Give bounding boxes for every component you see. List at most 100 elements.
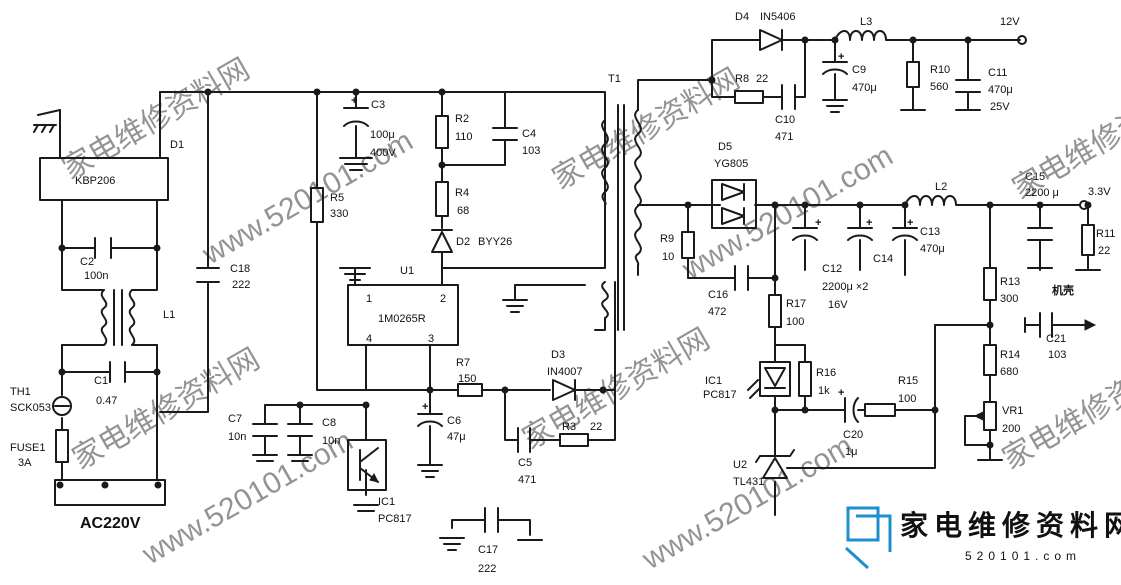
value-r17: 100	[786, 316, 804, 328]
value-c3: 100μ	[370, 129, 395, 141]
value-c17: 222	[478, 563, 496, 575]
inductor-l2: L2	[904, 181, 976, 206]
bridge-rectifier: D1 KBP206	[39, 139, 184, 201]
capacitor-c10: C10 471	[775, 84, 796, 143]
inductor-l3: L3	[834, 16, 896, 41]
logo-title: 家电维修资料网	[900, 509, 1121, 541]
polarity-mark: +	[838, 51, 844, 63]
label-d1: D1	[170, 139, 184, 151]
value-d4: IN5406	[760, 11, 795, 23]
polarity-mark: +	[838, 387, 844, 399]
capacitor-c9: + C9 470μ	[822, 51, 877, 94]
capacitor-c14: + C14	[847, 217, 893, 265]
label-r10: R10	[930, 64, 950, 76]
label-th1: TH1	[10, 386, 31, 398]
label-r2: R2	[455, 113, 469, 125]
diode-d4: D4 IN5406	[735, 11, 795, 51]
label-3v3: 3.3V	[1088, 186, 1111, 198]
value-r4: 68	[457, 205, 469, 217]
value-r13: 300	[1000, 293, 1018, 305]
resistor-r10: R10 560	[906, 61, 950, 93]
label-r16: R16	[816, 367, 836, 379]
value-c16: 472	[708, 306, 726, 318]
label-chassis: 机壳	[1052, 283, 1074, 297]
watermark-cn: 家电维修资料网	[547, 62, 745, 196]
label-c8: C8	[322, 417, 336, 429]
resistor-r17: R17 100	[768, 294, 806, 328]
value-c6: 47μ	[447, 431, 466, 443]
label-r13: R13	[1000, 276, 1020, 288]
value-r8: 22	[756, 73, 768, 85]
value-c15: 2200 μ	[1025, 187, 1059, 199]
label-d4: D4	[735, 11, 749, 23]
resistor-r14: R14 680	[983, 344, 1020, 378]
value-ic1-right: PC817	[703, 389, 737, 401]
logo-url: 520101.com	[965, 549, 1081, 563]
value-c8: 10n	[322, 435, 340, 447]
label-c21: C21	[1046, 333, 1066, 345]
label-kbp206: KBP206	[75, 175, 115, 187]
label-r4: R4	[455, 187, 469, 199]
pwm-ic-u1: U1 1 2 4 3 1M0265R	[347, 265, 459, 346]
label-c20: C20	[843, 429, 863, 441]
capacitor-c13: + C13 470μ	[892, 217, 945, 255]
potentiometer-vr1: VR1 200	[973, 401, 1023, 435]
label-c18: C18	[230, 263, 250, 275]
value-c9: 470μ	[852, 82, 877, 94]
watermark-url: www.520101.com	[676, 139, 898, 286]
label-t1: T1	[608, 73, 621, 85]
pin-3: 3	[428, 333, 434, 345]
value-c7: 10n	[228, 431, 246, 443]
voltage-c12: 16V	[828, 299, 848, 311]
label-d2: D2	[456, 236, 470, 248]
voltage-c3: 400V	[370, 147, 396, 159]
label-r17: R17	[786, 298, 806, 310]
label-r8: R8	[735, 73, 749, 85]
capacitor-c1: C1 0.47	[94, 361, 126, 407]
resistor-r16: R16 1k	[798, 361, 836, 397]
diode-d2: D2 BYY26	[431, 229, 512, 253]
value-d5: YG805	[714, 158, 748, 170]
value-c13: 470μ	[920, 243, 945, 255]
label-12v: 12V	[1000, 16, 1020, 28]
schottky-diode-d5: D5 YG805	[711, 141, 757, 229]
label-r15: R15	[898, 375, 918, 387]
resistor-r11: R11 22	[1081, 224, 1115, 257]
resistor-r3: R3 22	[559, 421, 602, 447]
polarity-mark: +	[907, 217, 913, 229]
transformer-t1: T1	[594, 73, 713, 331]
value-c21: 103	[1048, 349, 1066, 361]
site-logo: 家电维修资料网 520101.com	[844, 506, 1121, 570]
value-c5: 471	[518, 474, 536, 486]
label-r9: R9	[660, 233, 674, 245]
value-d3: IN4007	[547, 366, 582, 378]
label-c7: C7	[228, 413, 242, 425]
label-c14: C14	[873, 253, 893, 265]
value-fuse1: 3A	[18, 457, 32, 469]
label-c15: C15	[1025, 171, 1045, 183]
junction-dots	[56, 88, 607, 489]
value-vr1: 200	[1002, 423, 1020, 435]
label-c2: C2	[80, 256, 94, 268]
label-c12: C12	[822, 263, 842, 275]
resistor-r9: R9 10	[660, 231, 695, 263]
resistor-r8: R8 22	[734, 73, 768, 104]
label-r3: R3	[562, 421, 576, 433]
value-ic1-left: PC817	[378, 513, 412, 525]
capacitor-c2: C2 100n	[80, 237, 112, 282]
capacitor-c17: C17 222	[478, 507, 499, 575]
label-ac220v: AC220V	[80, 515, 141, 532]
resistor-r13: R13 300	[983, 267, 1020, 305]
shunt-regulator-u2: U2 TL431	[733, 449, 796, 488]
value-c10: 471	[775, 131, 793, 143]
label-ic1-left: IC1	[378, 496, 395, 508]
label-l2: L2	[935, 181, 947, 193]
label-c13: C13	[920, 226, 940, 238]
polarity-mark: +	[866, 217, 872, 229]
label-r7: R7	[456, 357, 470, 369]
value-r14: 680	[1000, 366, 1018, 378]
voltage-c11: 25V	[990, 101, 1010, 113]
value-r15: 100	[898, 393, 916, 405]
label-c11: C11	[988, 67, 1007, 79]
value-r2: 110	[455, 131, 473, 143]
